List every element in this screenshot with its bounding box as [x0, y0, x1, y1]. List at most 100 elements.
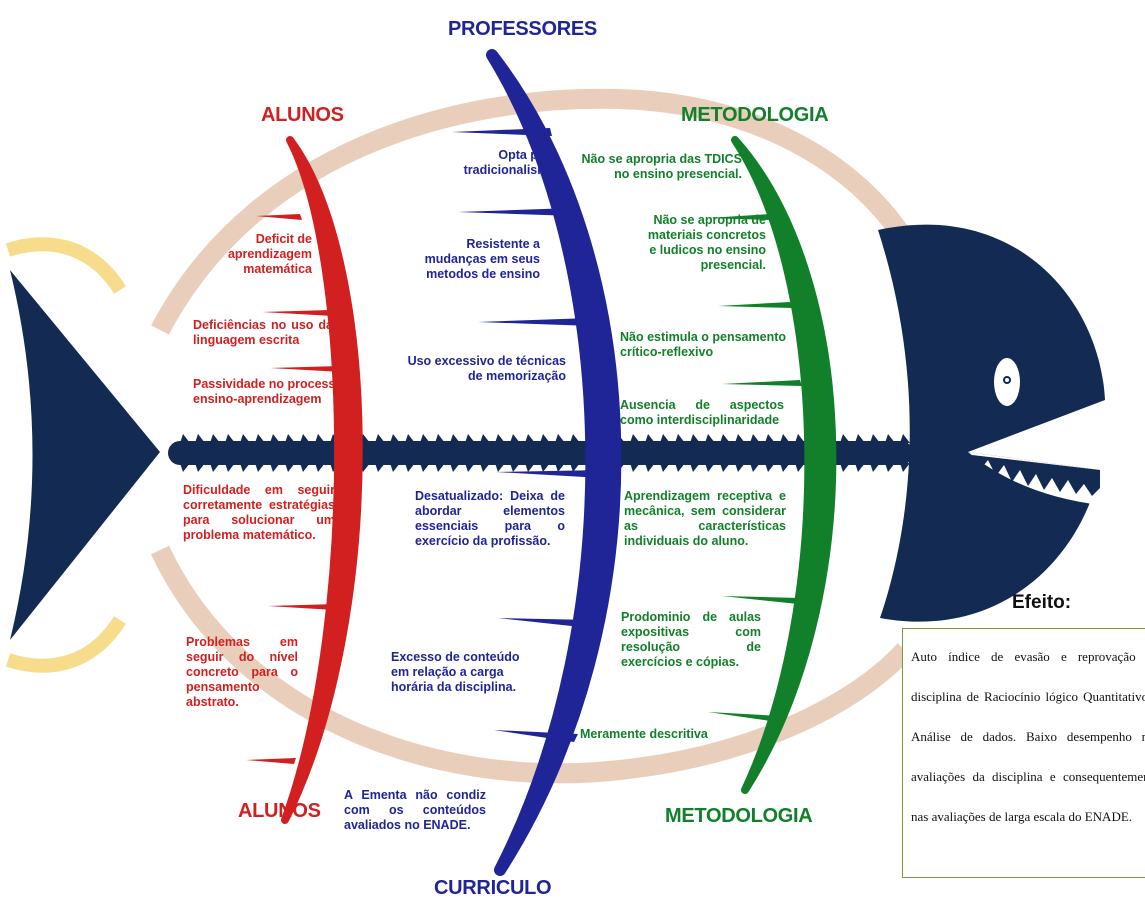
- spine-tooth: [690, 463, 700, 472]
- cause-metodologia-7: Meramente descritiva: [580, 727, 708, 741]
- spine-tooth: [210, 434, 220, 443]
- spine-tooth: [420, 434, 430, 443]
- spine-tooth: [435, 434, 445, 443]
- spine-tooth: [885, 463, 895, 472]
- cause-curriculo-3: A Ementa não condiz com os conteúdos ava…: [344, 788, 486, 832]
- spine-tooth: [285, 434, 295, 443]
- spine-tooth: [540, 463, 550, 472]
- bone-professores: [486, 49, 622, 876]
- spine-tooth: [405, 434, 415, 443]
- cause-metodologia-1: Não se apropria das TDICS no ensino pres…: [581, 152, 742, 181]
- spine-tooth: [885, 434, 895, 443]
- cause-professores-2: Resistente a mudanças em seus metodos de…: [424, 237, 540, 281]
- spine-tooth: [720, 463, 730, 472]
- spine-tooth: [390, 434, 400, 443]
- spine-tooth: [225, 434, 235, 443]
- spine-tooth: [660, 434, 670, 443]
- effect-title: Efeito:: [1012, 592, 1072, 613]
- spine-tooth: [645, 434, 655, 443]
- spine-tooth: [840, 434, 850, 443]
- cause-professores-1: Opta pelo tradicionalismo: [463, 148, 556, 177]
- spine-tooth: [750, 463, 760, 472]
- cause-metodologia-4: Ausencia de aspectos como interdisciplin…: [620, 398, 784, 427]
- spine-tooth: [630, 463, 640, 472]
- fish-head: [878, 224, 1105, 622]
- spine-tooth: [645, 463, 655, 472]
- spine-tooth: [795, 434, 805, 443]
- spine-tooth: [660, 463, 670, 472]
- cause-alunos-3: Passividade no processo ensino-aprendiza…: [193, 377, 344, 406]
- spine-tooth: [525, 463, 535, 472]
- cause-metodologia-5: Aprendizagem receptiva e mecânica, sem c…: [624, 489, 786, 548]
- fish-body-upper: [151, 88, 914, 335]
- tail-glow-upper: [5, 237, 126, 294]
- spine-tooth: [195, 434, 205, 443]
- spine-tooth: [780, 434, 790, 443]
- ribs-professores: [452, 128, 604, 742]
- fish-body-lower: [150, 545, 913, 784]
- spine-tooth: [705, 463, 715, 472]
- spine-tooth: [510, 463, 520, 472]
- spine-tooth: [555, 463, 565, 472]
- spine-tooth: [795, 463, 805, 472]
- tail-glow-lower: [5, 616, 126, 673]
- spine-tooth: [675, 463, 685, 472]
- spine-tooth: [420, 463, 430, 472]
- cause-metodologia-2: Não se apropria de materiais concretos e…: [647, 213, 766, 272]
- cause-alunos-4: Dificuldade em seguir corretamente estra…: [183, 483, 335, 542]
- category-metodologia-bottom: METODOLOGIA: [665, 805, 813, 827]
- spine-tooth: [495, 434, 505, 443]
- cause-alunos-5: Problemas em seguir do nível concreto pa…: [186, 635, 298, 709]
- spine-tooth: [540, 434, 550, 443]
- category-alunos-top: ALUNOS: [261, 104, 344, 126]
- spine-tooth: [555, 434, 565, 443]
- spine-tooth: [225, 463, 235, 472]
- cause-curriculo-1: Desatualizado: Deixa de abordar elemento…: [415, 489, 565, 548]
- spine-tooth: [690, 434, 700, 443]
- spine-tooth: [240, 463, 250, 472]
- spine-tooth: [180, 463, 190, 472]
- spine-tooth: [270, 463, 280, 472]
- category-professores: PROFESSORES: [448, 18, 597, 40]
- spine-tooth: [855, 434, 865, 443]
- spine-tooth: [315, 463, 325, 472]
- spine-tooth: [900, 434, 910, 443]
- spine-tooth: [180, 434, 190, 443]
- spine-tooth: [195, 463, 205, 472]
- spine-tooth: [735, 463, 745, 472]
- spine-tooth: [510, 434, 520, 443]
- spine-tooth: [630, 434, 640, 443]
- spine-tooth: [240, 434, 250, 443]
- spine-tooth: [450, 434, 460, 443]
- ribs-metodologia: [708, 214, 802, 722]
- spine-tooth: [450, 463, 460, 472]
- fish-pupil: [1003, 376, 1011, 384]
- effect-text: Auto índice de evasão e reprovação na di…: [911, 649, 1145, 824]
- bone-alunos: [281, 136, 363, 824]
- spine-tooth: [480, 463, 490, 472]
- spine-tooth: [720, 434, 730, 443]
- category-alunos-bottom: ALUNOS: [238, 800, 321, 822]
- spine-tooth: [285, 463, 295, 472]
- spine-tooth: [870, 463, 880, 472]
- spine-tooth: [210, 463, 220, 472]
- spine-tooth: [675, 434, 685, 443]
- spine-tooth: [255, 434, 265, 443]
- fish-teeth: [972, 455, 1100, 496]
- spine-tooth: [435, 463, 445, 472]
- spine-tooth: [705, 434, 715, 443]
- spine-tooth: [375, 463, 385, 472]
- spine-tooth: [390, 463, 400, 472]
- cause-alunos-2: Deficiências no uso da linguagem escrita: [193, 318, 333, 347]
- spine-tooth: [375, 434, 385, 443]
- category-curriculo: CURRICULO: [434, 877, 552, 899]
- spine-tooth: [900, 463, 910, 472]
- cause-metodologia-6: Prodominio de aulas expositivas com reso…: [621, 610, 761, 669]
- spine-tooth: [465, 463, 475, 472]
- bone-metodologia: [731, 136, 837, 794]
- category-metodologia-top: METODOLOGIA: [681, 104, 829, 126]
- spine-tooth: [780, 463, 790, 472]
- ribs-alunos: [246, 214, 342, 764]
- fish-tail: [10, 270, 160, 640]
